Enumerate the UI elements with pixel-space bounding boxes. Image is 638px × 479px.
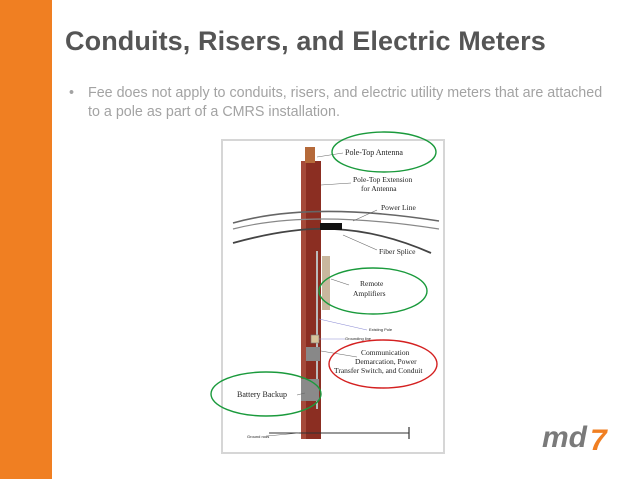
battery-box [301,379,319,401]
label-battery-backup: Battery Backup [237,390,287,399]
pole-diagram: Pole-Top Antenna Pole-Top Extension for … [221,139,445,454]
demarcation-box [306,347,320,361]
fiber-splice-box [320,223,342,230]
power-line-lower [232,218,440,230]
power-line-upper [232,210,440,224]
leader-ground [266,432,300,437]
pole-diagram-svg: Pole-Top Antenna Pole-Top Extension for … [221,139,445,454]
diagram-frame [221,139,445,454]
leader-extension [320,182,352,186]
leader-power-line [352,209,378,222]
logo-text-seven: 7 [590,424,608,457]
label-ground-rods: Ground rods [247,434,269,439]
orange-side-bar [0,0,52,479]
leader-existing-pole [318,318,368,331]
label-pole-top-extension-1: Pole-Top Extension [353,175,413,184]
utility-pole-highlight [301,161,306,439]
logo-text-md: md [542,421,588,454]
label-comm-2: Demarcation, Power [355,357,417,366]
remote-amplifier-cabinet [322,256,330,310]
leader-fiber [342,234,378,251]
label-grounding-line: Grounding line [345,336,372,341]
label-fiber-splice: Fiber Splice [379,247,416,256]
label-existing-pole: Existing Pole [369,327,393,332]
bullet-text: Fee does not apply to conduits, risers, … [88,85,603,120]
label-comm-3: Transfer Switch, and Conduit [334,366,423,375]
bullet-marker: • [69,85,75,101]
label-pole-top-extension-2: for Antenna [361,184,397,193]
label-remote: Remote [360,279,384,288]
pole-top-antenna-shape [305,147,315,163]
bullet-item: • Fee does not apply to conduits, risers… [69,84,609,122]
label-pole-top-antenna: Pole-Top Antenna [345,148,403,157]
meter-box [310,334,320,344]
label-power-line: Power Line [381,203,416,212]
md7-logo: md 7 [542,421,608,457]
label-comm-1: Communication [361,348,410,357]
slide-title: Conduits, Risers, and Electric Meters [65,26,546,56]
label-amplifiers: Amplifiers [353,289,386,298]
